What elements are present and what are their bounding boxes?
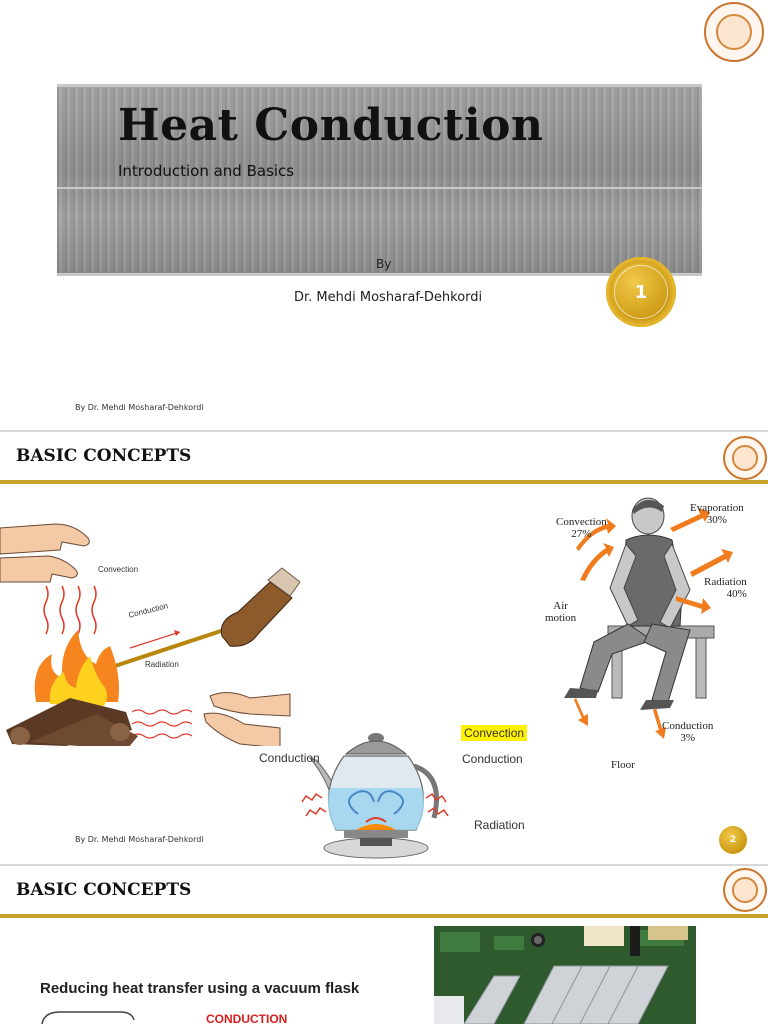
vacuum-flask-illustration <box>41 1011 135 1024</box>
air-text: Air <box>553 600 568 612</box>
header-rule <box>0 914 768 918</box>
basic-concepts-slide: BASIC CONCEPTS <box>0 432 768 864</box>
person-radiation-label: Radiation 40% <box>704 576 747 600</box>
slide-divider <box>0 430 768 432</box>
evaporation-percent: 30% <box>706 514 727 527</box>
slide-footer: By Dr. Mehdi Mosharaf-Dehkordi <box>75 835 204 844</box>
by-label: By <box>376 257 392 271</box>
slide-number-badge: 2 <box>719 826 747 854</box>
conduction-label: CONDUCTION <box>206 1012 288 1024</box>
person-evaporation-label: Evaporation 30% <box>690 502 744 526</box>
slide-title: Heat Conduction <box>118 100 544 151</box>
campfire-radiation-label: Radiation <box>145 660 179 669</box>
slide-divider <box>0 864 768 866</box>
campfire-illustration <box>0 523 300 746</box>
radiation-text: Radiation <box>704 576 747 588</box>
slide-heading: BASIC CONCEPTS <box>16 880 192 900</box>
radiation-percent: 40% <box>726 588 747 601</box>
title-slide: Heat Conduction Introduction and Basics … <box>0 0 768 430</box>
slide-number-badge: 1 <box>606 257 676 327</box>
heatsink-photo <box>434 926 696 1024</box>
slide-heading: BASIC CONCEPTS <box>16 446 192 466</box>
university-seal-icon <box>723 436 767 480</box>
slide-subtitle: Introduction and Basics <box>118 162 295 180</box>
conduction-text: Conduction <box>662 720 714 732</box>
author-name: Dr. Mehdi Mosharaf-Dehkordi <box>294 290 483 305</box>
motion-text: motion <box>545 612 577 625</box>
person-convection-label: Convection 27% <box>556 516 607 540</box>
slide-footer: By Dr. Mehdi Mosharaf-Dehkordi <box>75 403 204 412</box>
kettle-convection-label: Convection <box>461 725 528 741</box>
convection-text: Convection <box>556 516 607 528</box>
university-seal-icon <box>723 868 767 912</box>
person-heat-loss-illustration <box>564 497 733 739</box>
basic-concepts-slide-2: BASIC CONCEPTS Reducing heat transfer us… <box>0 866 768 1024</box>
university-seal-icon <box>704 2 764 62</box>
person-conduction-label: Conduction 3% <box>662 720 713 744</box>
person-floor-label: Floor <box>611 759 635 771</box>
slide-number: 1 <box>614 265 668 319</box>
kettle-conduction-left-label: Conduction <box>259 751 320 765</box>
title-band <box>57 84 702 276</box>
convection-percent: 27% <box>571 528 592 541</box>
person-air-motion-label: Air motion <box>545 600 576 624</box>
kettle-conduction-right-label: Conduction <box>462 752 523 766</box>
header-rule <box>0 480 768 484</box>
campfire-convection-label: Convection <box>98 565 139 574</box>
flask-caption: Reducing heat transfer using a vacuum fl… <box>40 980 360 997</box>
evaporation-text: Evaporation <box>690 502 744 514</box>
conduction-percent: 3% <box>680 732 695 745</box>
kettle-illustration <box>301 733 449 859</box>
kettle-radiation-label: Radiation <box>474 818 525 832</box>
